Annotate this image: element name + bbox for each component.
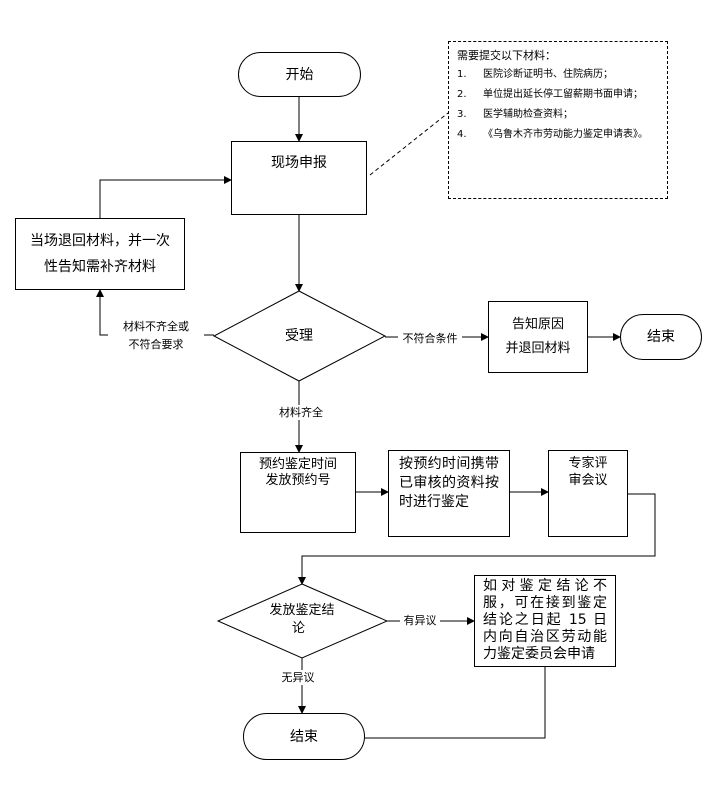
- edge-label-has-objection: 有异议: [400, 613, 440, 628]
- materials-note: 需要提交以下材料： 1. 医院诊断证明书、住院病历； 2. 单位提出延长停工留薪…: [448, 41, 668, 199]
- report-box: 现场申报: [231, 141, 367, 215]
- appointment-box: 预约鉴定时间 发放预约号: [240, 452, 356, 533]
- end-bottom-label: 结束: [290, 728, 318, 745]
- materials-note-item: 3. 医学辅助检查资料；: [457, 109, 573, 120]
- expert-review-box: 专家评 审会议: [548, 450, 628, 537]
- bring-materials-label: 按预约时间携带已审核的资料按时进行鉴定: [399, 456, 499, 510]
- conclusion-label: 发放鉴定结 论: [269, 603, 335, 636]
- end-terminal-bottom: 结束: [243, 713, 365, 760]
- end-terminal-top: 结束: [620, 314, 702, 360]
- expert-review-label-1: 专家评: [568, 456, 608, 471]
- arrow-objection-to-end: [365, 667, 546, 739]
- accept-label: 受理: [285, 328, 313, 344]
- start-terminal: 开始: [238, 52, 361, 97]
- accept-diamond: [212, 290, 387, 382]
- materials-note-title: 需要提交以下材料：: [457, 49, 556, 62]
- materials-note-item: 4. 《乌鲁木齐市劳动能力鉴定申请表》。: [457, 129, 648, 140]
- edge-label-no-objection: 无异议: [277, 670, 319, 685]
- objection-note-label: 如对鉴定结论不服，可在接到鉴定结论之日起 15 日内向自治区劳动能力鉴定委员会申…: [483, 578, 607, 662]
- edge-label-complete: 材料齐全: [276, 405, 326, 420]
- notify-return-label-2: 并退回材料: [505, 341, 571, 356]
- conclusion-diamond: [216, 583, 389, 659]
- materials-note-item: 2. 单位提出延长停工留薪期书面申请；: [457, 89, 643, 100]
- return-materials-box: 当场退回材料，并一次性告知需补齐材料: [15, 218, 185, 290]
- objection-note-box: 如对鉴定结论不服，可在接到鉴定结论之日起 15 日内向自治区劳动能力鉴定委员会申…: [474, 575, 616, 667]
- materials-note-item: 1. 医院诊断证明书、住院病历；: [457, 69, 613, 80]
- arrow-return-to-report: [99, 176, 232, 218]
- bring-materials-box: 按预约时间携带已审核的资料按时进行鉴定: [388, 450, 510, 537]
- end-top-label: 结束: [647, 329, 675, 345]
- appointment-label-1: 预约鉴定时间: [258, 457, 337, 472]
- arrow-expert-to-conclusion: [298, 493, 656, 585]
- start-label: 开始: [285, 66, 314, 83]
- edge-label-not-qualified: 不符合条件: [398, 331, 462, 346]
- expert-review-label-2: 审会议: [568, 473, 608, 488]
- return-materials-label: 当场退回材料，并一次性告知需补齐材料: [30, 233, 170, 275]
- notify-return-label-1: 告知原因: [511, 317, 564, 332]
- appointment-label-2: 发放预约号: [265, 473, 331, 488]
- report-label: 现场申报: [271, 155, 327, 171]
- callout-line: [369, 112, 449, 176]
- edge-label-incomplete: 材料不齐全或 不符合要求: [108, 319, 204, 352]
- notify-return-box: 告知原因 并退回材料: [488, 301, 588, 373]
